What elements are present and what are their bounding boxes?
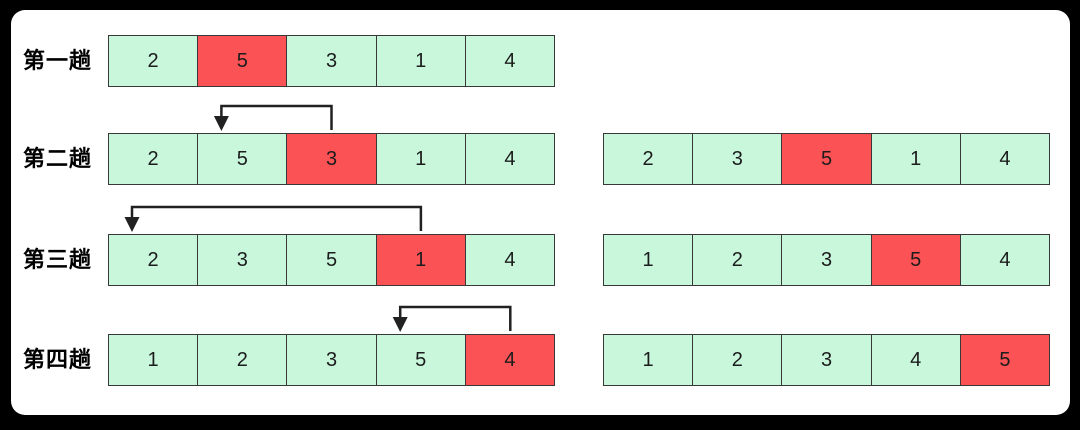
pass-row-4: 第四趟 1 2 3 5 4 1 2 3 4 5 [11, 334, 1070, 386]
array-cell: 1 [604, 235, 694, 285]
pass-4-label: 第四趟 [23, 347, 93, 372]
pass-1-label: 第一趟 [23, 48, 93, 73]
diagram-card: 第一趟 2 5 3 1 4 第二趟 2 5 3 1 4 2 3 5 [11, 10, 1070, 415]
array-cell: 5 [376, 335, 466, 385]
array-cell: 2 [693, 235, 783, 285]
pass-4-array-after: 1 2 3 4 5 [603, 334, 1050, 386]
move-arrow [220, 104, 333, 130]
move-arrow [130, 205, 423, 231]
move-arrow [398, 305, 512, 331]
array-cell: 3 [287, 335, 377, 385]
array-cell: 2 [109, 134, 199, 184]
array-cell: 5 [198, 134, 288, 184]
array-cell: 1 [376, 36, 466, 86]
array-cell: 4 [465, 134, 555, 184]
array-cell: 2 [109, 36, 199, 86]
pass-3-array-after: 1 2 3 5 4 [603, 234, 1050, 286]
pass-row-3: 第三趟 2 3 5 1 4 1 2 3 5 4 [11, 234, 1070, 286]
pass-2-array-after: 2 3 5 1 4 [603, 133, 1050, 185]
move-arrowhead-icon [392, 317, 408, 332]
array-cell: 1 [376, 134, 466, 184]
array-cell: 1 [376, 235, 466, 285]
array-cell: 4 [465, 235, 555, 285]
array-cell: 1 [604, 335, 694, 385]
pass-2-array-before: 2 5 3 1 4 [108, 133, 555, 185]
pass-row-1: 第一趟 2 5 3 1 4 [11, 35, 1070, 87]
move-arrowhead-icon [213, 116, 229, 131]
array-cell: 4 [465, 335, 555, 385]
array-cell: 1 [109, 335, 199, 385]
array-cell: 4 [465, 36, 555, 86]
array-cell: 1 [871, 134, 961, 184]
pass-2-label: 第二趟 [23, 146, 93, 171]
array-cell: 2 [109, 235, 199, 285]
array-cell: 5 [782, 134, 872, 184]
array-cell: 2 [693, 335, 783, 385]
array-cell: 4 [960, 235, 1050, 285]
pass-row-2: 第二趟 2 5 3 1 4 2 3 5 1 4 [11, 133, 1070, 185]
pass-1-array-before: 2 5 3 1 4 [108, 35, 555, 87]
array-cell: 3 [287, 134, 377, 184]
array-cell: 5 [960, 335, 1050, 385]
array-cell: 2 [604, 134, 694, 184]
array-cell: 3 [782, 235, 872, 285]
array-cell: 3 [287, 36, 377, 86]
array-cell: 3 [693, 134, 783, 184]
pass-3-label: 第三趟 [23, 247, 93, 272]
array-cell: 5 [198, 36, 288, 86]
pass-3-array-before: 2 3 5 1 4 [108, 234, 555, 286]
move-arrowhead-icon [124, 217, 140, 232]
array-cell: 3 [198, 235, 288, 285]
pass-4-array-before: 1 2 3 5 4 [108, 334, 555, 386]
array-cell: 2 [198, 335, 288, 385]
array-cell: 5 [287, 235, 377, 285]
array-cell: 4 [960, 134, 1050, 184]
array-cell: 5 [871, 235, 961, 285]
array-cell: 3 [782, 335, 872, 385]
array-cell: 4 [871, 335, 961, 385]
